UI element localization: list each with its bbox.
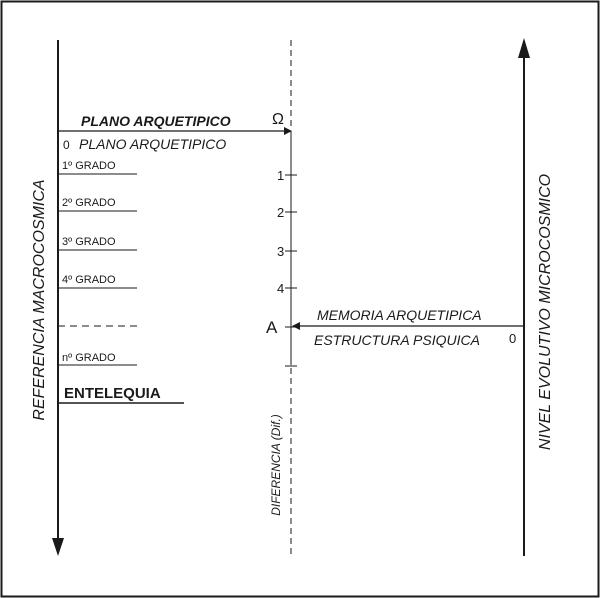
left-axis-label: REFERENCIA MACROCOSMICA bbox=[31, 179, 48, 420]
omega-symbol: Ω bbox=[272, 111, 284, 128]
left-zero-marker: 0 bbox=[63, 138, 70, 152]
grade-2-label: 2º GRADO bbox=[62, 197, 116, 209]
right-axis-label: NIVEL EVOLUTIVO MICROCOSMICO bbox=[537, 174, 554, 450]
difference-label: DIFERENCIA (Dif.) bbox=[269, 414, 283, 516]
right-zero-marker: 0 bbox=[509, 331, 516, 346]
left-axis-arrowhead bbox=[52, 538, 64, 556]
grade-1-label: 1º GRADO bbox=[62, 160, 116, 172]
tick-4-label: 4 bbox=[277, 281, 284, 296]
memoria-label: MEMORIA ARQUETIPICA bbox=[317, 307, 482, 323]
entelequia-label: ENTELEQUIA bbox=[64, 385, 161, 402]
point-a-label: A bbox=[266, 318, 278, 337]
tick-1-label: 1 bbox=[277, 168, 284, 183]
estructura-label: ESTRUCTURA PSIQUICA bbox=[314, 332, 480, 348]
right-axis-arrowhead bbox=[518, 38, 530, 58]
grade-n-label: nº GRADO bbox=[62, 352, 116, 364]
tick-2-label: 2 bbox=[277, 205, 284, 220]
memoria-arrowhead bbox=[292, 322, 300, 330]
plano-arrowhead bbox=[284, 127, 292, 135]
grade-4-label: 4º GRADO bbox=[62, 274, 116, 286]
plano-arquetipico-label: PLANO ARQUETIPICO bbox=[79, 136, 226, 152]
grade-3-label: 3º GRADO bbox=[62, 236, 116, 248]
plano-arquetipico-title: PLANO ARQUETIPICO bbox=[81, 113, 231, 129]
tick-3-label: 3 bbox=[277, 244, 284, 259]
